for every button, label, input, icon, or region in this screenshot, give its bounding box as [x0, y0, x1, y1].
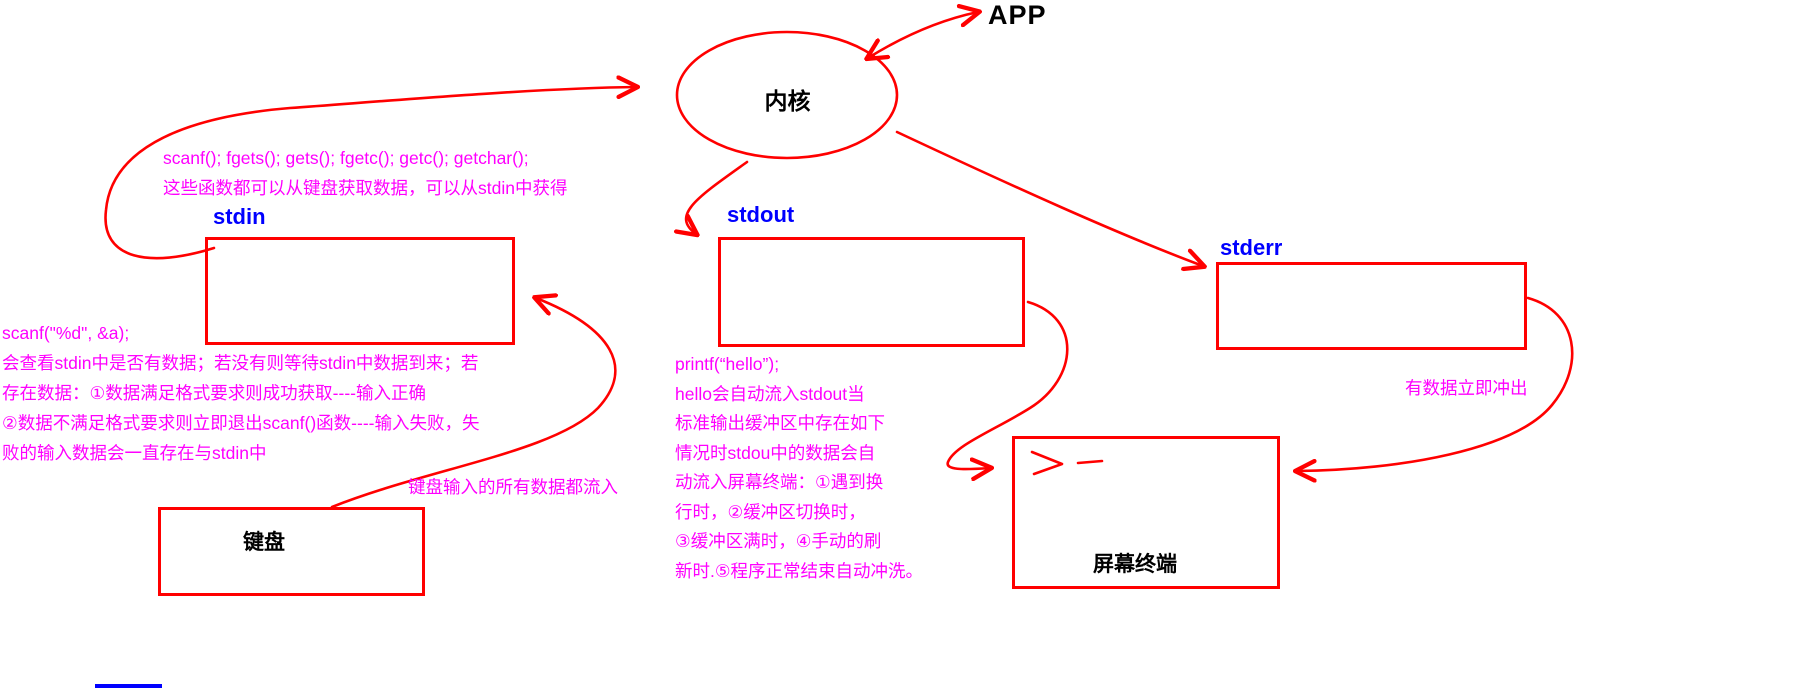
- stdin-label: stdin: [213, 204, 266, 229]
- terminal-prompt-dash: [1076, 459, 1104, 465]
- printf-note-line: 行时，②缓冲区切换时，: [675, 501, 866, 522]
- stdin-functions-line2: 这些函数都可以从键盘获取数据，可以从stdin中获得: [163, 178, 568, 198]
- printf-note-line: 动流入屏幕终端：①遇到换: [675, 472, 884, 492]
- stdin-buffer-box: [205, 237, 515, 345]
- scanf-note-line: 会查看stdin中是否有数据；若没有则等待stdin中数据到来；若: [2, 353, 479, 373]
- stdout-buffer-box: [718, 237, 1025, 347]
- printf-note-line: 标准输出缓冲区中存在如下: [675, 413, 885, 433]
- arrow-stdin-to-kernel: [104, 87, 636, 260]
- keyboard-flow-note: 键盘输入的所有数据都流入: [408, 477, 618, 497]
- keyboard-label: 键盘: [243, 531, 285, 554]
- scanf-note-line: 败的输入数据会一直存在与stdin中: [2, 443, 267, 463]
- stderr-buffer-box: [1216, 262, 1527, 350]
- terminal-prompt-glyph: [1030, 450, 1064, 476]
- stdout-label: stdout: [727, 202, 795, 227]
- arrow-stdout-to-terminal: [946, 300, 1069, 469]
- stdin-functions-note: scanf(); fgets(); gets(); fgetc(); getc(…: [163, 143, 567, 203]
- printf-note-line: 新时.⑤程序正常结束自动冲洗。: [675, 560, 924, 581]
- terminal-label: 屏幕终端: [1093, 553, 1177, 576]
- arrow-kernel-app: [868, 12, 978, 58]
- kernel-ellipse: [675, 30, 899, 160]
- printf-note-line: hello会自动流入stdout当: [675, 383, 865, 404]
- scanf-note: scanf("%d", &a); 会查看stdin中是否有数据；若没有则等待st…: [2, 318, 479, 468]
- stderr-flush-note: 有数据立即冲出: [1405, 378, 1528, 398]
- terminal-box: [1012, 436, 1280, 589]
- scanf-note-line: ②数据不满足格式要求则立即退出scanf()函数----输入失败，失: [2, 413, 480, 433]
- arrow-kernel-to-stdout: [686, 160, 749, 234]
- arrow-keyboard-to-stdin: [330, 298, 617, 509]
- scanf-note-line: 存在数据：①数据满足格式要求则成功获取----输入正确: [2, 383, 426, 403]
- printf-note-line: ③缓冲区满时，④手动的刷: [675, 531, 882, 551]
- stdin-functions-line1: scanf(); fgets(); gets(); fgetc(); getc(…: [163, 148, 529, 168]
- printf-note-line: 情况时stdou中的数据会自: [675, 442, 876, 463]
- arrow-stderr-to-terminal: [1297, 296, 1574, 471]
- scanf-note-line: scanf("%d", &a);: [2, 323, 130, 343]
- stderr-label: stderr: [1220, 235, 1283, 260]
- app-label: APP: [988, 0, 1047, 30]
- kernel-label: 内核: [764, 88, 811, 114]
- arrow-kernel-to-stderr: [895, 130, 1203, 266]
- printf-note-line: printf(“hello”);: [675, 354, 780, 374]
- printf-note: printf(“hello”); hello会自动流入stdout当 标准输出缓…: [675, 350, 923, 586]
- keyboard-box: [158, 507, 425, 596]
